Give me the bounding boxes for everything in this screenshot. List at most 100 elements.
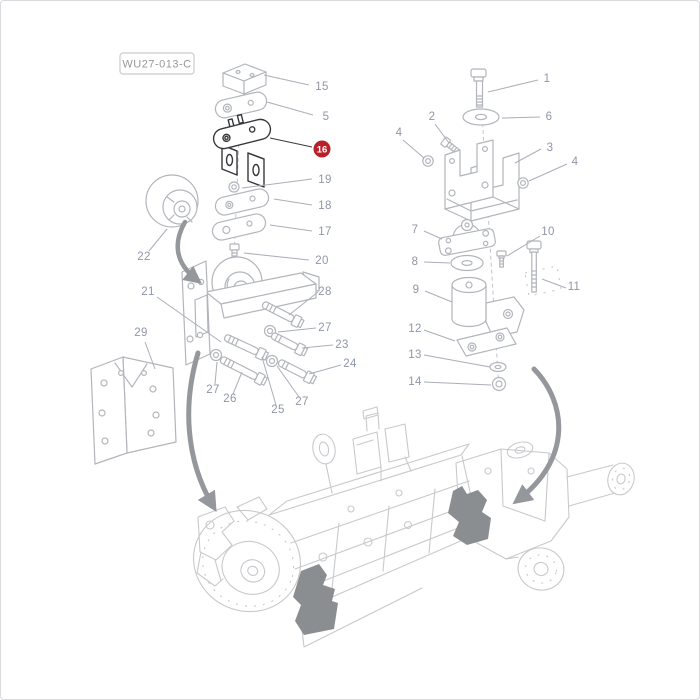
part-21-bracket-assembly [181, 256, 320, 366]
callout-24[interactable]: 24 [308, 358, 357, 375]
part-29-bracket [90, 356, 177, 465]
callout-1[interactable]: 1 [487, 73, 551, 93]
transmission-sketch [192, 406, 635, 648]
svg-text:27[interactable]: 27 [295, 396, 308, 408]
svg-text:4[interactable]: 4 [396, 127, 403, 139]
callout-27-c[interactable]: 27 [276, 365, 309, 408]
svg-text:29[interactable]: 29 [134, 327, 147, 339]
svg-text:20[interactable]: 20 [315, 255, 328, 267]
callout-26[interactable]: 26 [223, 371, 243, 405]
callout-12[interactable]: 12 [408, 323, 456, 342]
callout-27-b[interactable]: 27 [206, 361, 219, 396]
callout-21[interactable]: 21 [141, 286, 222, 343]
flow-arrow-bushing-to-bracket [175, 219, 202, 284]
callout-8[interactable]: 8 [412, 256, 451, 268]
svg-text:23[interactable]: 23 [335, 339, 348, 351]
callout-19[interactable]: 19 [241, 174, 332, 189]
svg-text:26[interactable]: 26 [223, 393, 236, 405]
part-19-washer [228, 181, 240, 193]
part-25-bolt [223, 334, 269, 361]
part-23-bolt [270, 332, 309, 357]
callout-18[interactable]: 18 [273, 198, 332, 212]
flow-arrow-right-to-axle [512, 366, 562, 505]
svg-text:12[interactable]: 12 [408, 323, 421, 335]
svg-text:27[interactable]: 27 [318, 322, 331, 334]
mount-location-right [448, 486, 491, 545]
part-5-plate [214, 91, 268, 119]
svg-text:10[interactable]: 10 [541, 226, 554, 238]
callout-11[interactable]: 11 [541, 278, 581, 293]
diagram-code-label: WU27-013-C [122, 59, 191, 71]
svg-text:25[interactable]: 25 [271, 404, 284, 416]
svg-text:7[interactable]: 7 [412, 224, 419, 236]
part-4-nut-left [422, 155, 434, 167]
diagram-code-box: WU27-013-C [119, 52, 195, 75]
part-8-washer [450, 254, 484, 272]
svg-text:19[interactable]: 19 [318, 174, 331, 186]
flow-arrow-left-to-transmission [186, 350, 217, 513]
svg-text:28[interactable]: 28 [318, 286, 331, 298]
part-10-screw [496, 250, 507, 268]
callout-2[interactable]: 2 [429, 111, 450, 144]
callout-7[interactable]: 7 [412, 224, 443, 240]
svg-text:11[interactable]: 11 [568, 281, 581, 293]
part-3-bracket [444, 139, 520, 222]
part-27-nut-b [209, 348, 223, 362]
callout-16-selected[interactable]: 16 [269, 137, 331, 158]
svg-text:6[interactable]: 6 [546, 111, 553, 123]
callout-4-left[interactable]: 4 [396, 127, 425, 159]
callout-14[interactable]: 14 [408, 376, 492, 388]
part-22-bushing [145, 174, 199, 228]
callout-23[interactable]: 23 [301, 339, 349, 351]
callout-17[interactable]: 17 [269, 224, 332, 238]
svg-text:15[interactable]: 15 [315, 81, 328, 93]
part-7-mount-flange [438, 218, 496, 256]
part-13-washer [489, 361, 507, 373]
selected-part-badge[interactable] [313, 140, 331, 158]
part-9-mount [451, 265, 562, 338]
callout-6[interactable]: 6 [501, 111, 553, 123]
callout-25[interactable]: 25 [261, 356, 285, 416]
part-16-bracket-selected [212, 113, 272, 188]
part-24-bolt [277, 359, 318, 385]
part-12-plate [456, 327, 517, 357]
part-14-nut [491, 376, 507, 392]
callout-15[interactable]: 15 [263, 74, 329, 93]
svg-text:1[interactable]: 1 [544, 73, 551, 85]
part-1-bolt [470, 68, 487, 108]
callout-27-a[interactable]: 27 [277, 322, 332, 334]
svg-text:4[interactable]: 4 [572, 156, 579, 168]
svg-text:21[interactable]: 21 [141, 286, 154, 298]
callout-29[interactable]: 29 [134, 327, 156, 370]
callout-5[interactable]: 5 [266, 101, 330, 123]
callout-9[interactable]: 9 [413, 284, 453, 303]
svg-text:18[interactable]: 18 [318, 200, 331, 212]
svg-text:27[interactable]: 27 [206, 384, 219, 396]
part-27-nut-c [265, 354, 279, 368]
part-11-bolt [526, 240, 542, 293]
svg-text:14[interactable]: 14 [408, 376, 422, 388]
svg-text:13[interactable]: 13 [408, 349, 421, 361]
svg-text:3[interactable]: 3 [547, 142, 554, 154]
part-6-washer [462, 108, 500, 126]
svg-text:2[interactable]: 2 [429, 111, 436, 123]
svg-text:24[interactable]: 24 [343, 358, 357, 370]
part-2-screw [440, 136, 460, 154]
part-15-block [222, 63, 267, 95]
callout-3[interactable]: 3 [514, 142, 554, 164]
svg-text:16[interactable]: 16 [317, 145, 328, 156]
callout-13[interactable]: 13 [408, 349, 491, 368]
part-26-bolt [219, 356, 268, 386]
callout-4-right[interactable]: 4 [528, 156, 579, 182]
part-18-plate [214, 188, 270, 216]
callout-10[interactable]: 10 [506, 226, 555, 257]
callout-20[interactable]: 20 [243, 252, 329, 267]
svg-text:22[interactable]: 22 [137, 251, 150, 263]
callout-22[interactable]: 22 [137, 228, 168, 263]
svg-text:5[interactable]: 5 [323, 111, 330, 123]
svg-text:8[interactable]: 8 [412, 256, 419, 268]
svg-text:9[interactable]: 9 [413, 284, 420, 296]
svg-text:17[interactable]: 17 [318, 226, 331, 238]
callout-28[interactable]: 28 [288, 286, 332, 316]
